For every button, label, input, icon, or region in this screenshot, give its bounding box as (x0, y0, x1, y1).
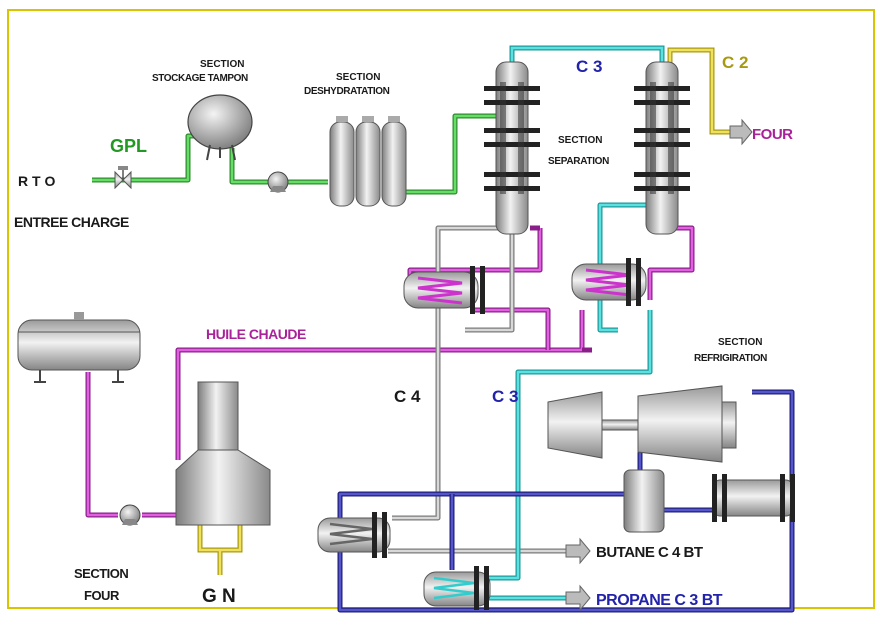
label-stockage-tampon: STOCKAGE TAMPON (152, 73, 248, 84)
label-gn: G N (202, 586, 236, 607)
hot-oil-pump (119, 504, 141, 526)
label-section-stockage: SECTION (200, 59, 244, 70)
label-deshydratation: DESHYDRATATION (304, 86, 390, 97)
refrigerant-condenser (712, 474, 795, 522)
propane-chiller (423, 566, 491, 610)
c2-line (667, 47, 730, 135)
label-separation: SEPARATION (548, 156, 609, 167)
feed-pump (267, 171, 289, 193)
c4-line (388, 225, 566, 554)
label-section-separation: SECTION (558, 135, 602, 146)
label-c3-top: C 3 (576, 57, 602, 76)
refrigeration-compressor (547, 385, 737, 463)
separation-column-2 (634, 61, 690, 235)
butane-chiller (317, 512, 391, 558)
label-entree-charge: ENTREE CHARGE (14, 214, 129, 230)
c3-top-line (509, 45, 665, 74)
label-section-four: SECTION (74, 566, 128, 581)
reboiler-1 (403, 266, 485, 314)
refrigeration-line (337, 389, 795, 613)
label-rto: R T O (18, 173, 55, 189)
separation-column-1 (484, 61, 540, 235)
inlet-valve[interactable] (114, 166, 132, 190)
label-four-out: FOUR (752, 126, 793, 143)
label-gpl: GPL (110, 136, 147, 156)
label-c3-mid: C 3 (492, 387, 518, 406)
label-huile-chaude: HUILE CHAUDE (206, 326, 306, 342)
label-section-deshydratation: SECTION (336, 72, 380, 83)
reboiler-2 (571, 258, 647, 306)
label-c2: C 2 (722, 53, 748, 72)
refrigerant-receiver (623, 469, 665, 533)
label-propane: PROPANE C 3 BT (596, 592, 723, 609)
dehydration-drums (329, 116, 407, 207)
label-four: FOUR (84, 588, 120, 603)
label-c4: C 4 (394, 387, 421, 406)
label-refrigiration: REFRIGIRATION (694, 353, 767, 364)
hot-oil-tank (17, 312, 141, 383)
butane-outlet-arrow (565, 537, 591, 565)
buffer-storage-sphere (187, 94, 253, 161)
gn-line (197, 525, 243, 575)
label-butane: BUTANE C 4 BT (596, 544, 703, 561)
label-section-refrigiration: SECTION (718, 337, 762, 348)
four-outlet-arrow (729, 118, 753, 146)
furnace (175, 381, 271, 526)
propane-outlet-arrow (565, 584, 591, 612)
